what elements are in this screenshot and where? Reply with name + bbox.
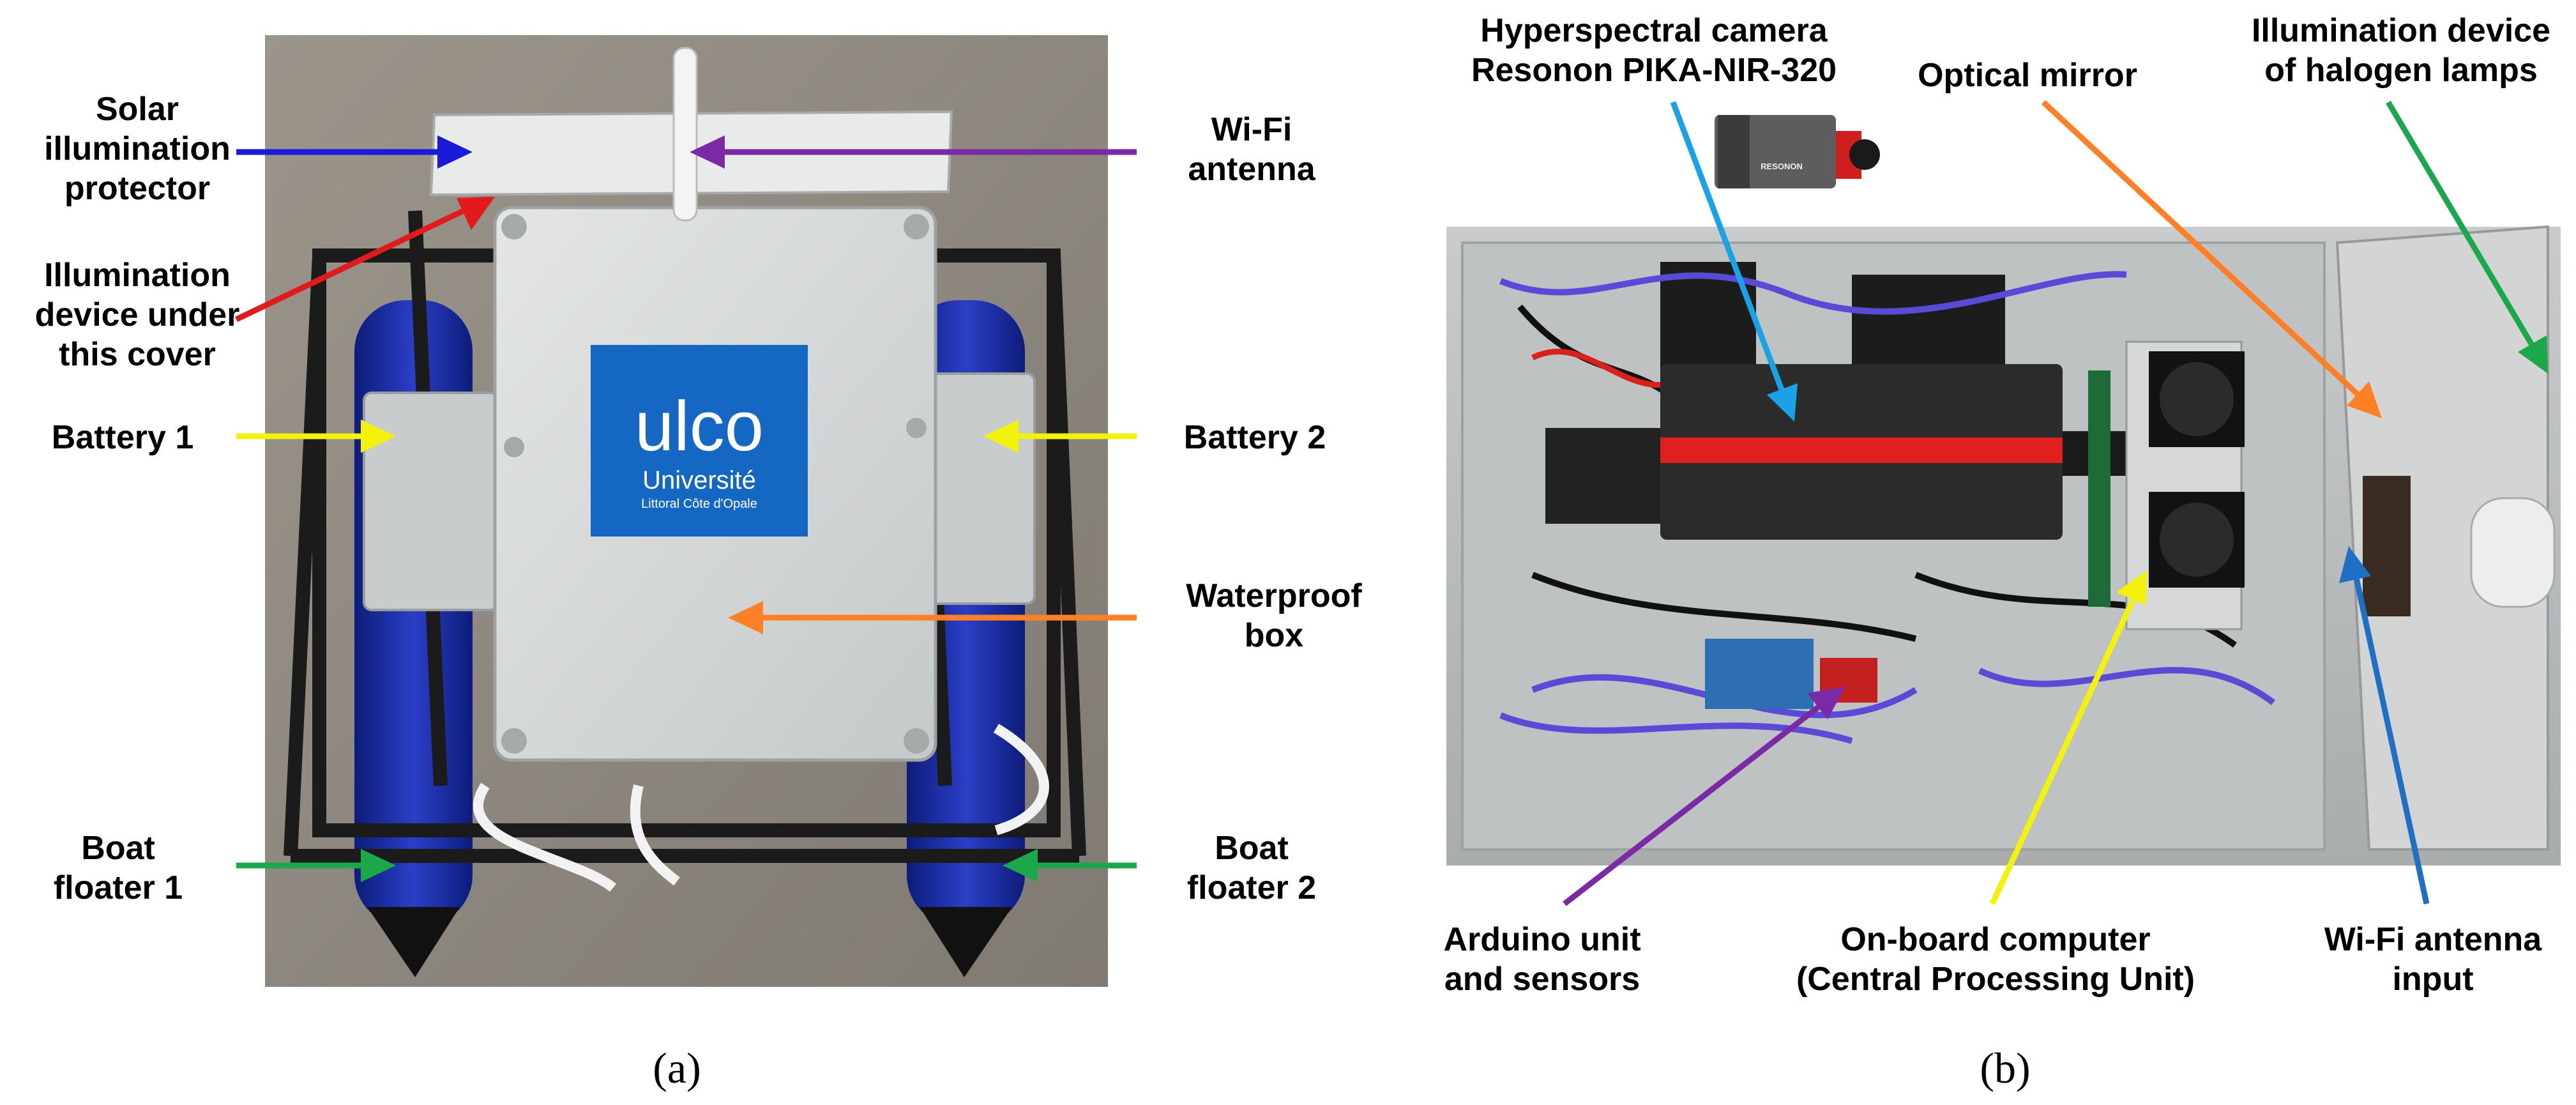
label-line: illumination xyxy=(44,130,231,167)
label-line: On-board computer xyxy=(1840,921,2150,958)
arduino-board xyxy=(1705,639,1814,709)
svg-text:ulco: ulco xyxy=(635,387,764,466)
label-battery-1: Battery 1 xyxy=(52,419,194,456)
label-line: Battery 2 xyxy=(1184,419,1326,456)
label-line: Waterproof xyxy=(1186,577,1362,614)
battery-1 xyxy=(363,392,499,611)
label-line: Illumination xyxy=(44,257,231,294)
arrow-boat-floater-2 xyxy=(1003,849,1137,882)
arrow-battery-1 xyxy=(236,420,396,453)
arrow-illumination-device xyxy=(235,197,495,323)
cables xyxy=(473,724,1049,892)
caption-a: (a) xyxy=(653,1044,701,1092)
panel-a-photo: ulco Université Littoral Côte d'Opale xyxy=(265,35,1108,987)
arrow-wifi-antenna xyxy=(690,135,1137,169)
label-line: protector xyxy=(64,170,210,207)
label-line: Wi-Fi antenna xyxy=(2324,921,2542,958)
arrow-optical-mirror xyxy=(2041,100,2382,418)
label-line: antenna xyxy=(1188,151,1315,188)
label-line: Boat xyxy=(81,830,155,867)
label-line: floater 1 xyxy=(54,869,183,906)
svg-text:Université: Université xyxy=(642,466,756,494)
arrow-illumination-halogen xyxy=(2386,100,2548,374)
arrow-wifi-input xyxy=(2339,546,2430,904)
label-line: Arduino unit xyxy=(1443,921,1640,958)
label-line: Battery 1 xyxy=(52,419,194,456)
label-line: of halogen lamps xyxy=(2264,52,2538,89)
label-line: Boat xyxy=(1215,830,1289,867)
label-line: box xyxy=(1245,617,1304,654)
panel-a-arrows xyxy=(235,135,1137,882)
arrow-solar-protector xyxy=(236,135,473,169)
label-line: and sensors xyxy=(1444,961,1640,998)
label-line: this cover xyxy=(59,336,216,373)
label-line: Illumination device xyxy=(2252,12,2550,49)
label-line: Optical mirror xyxy=(1918,57,2137,94)
camera-brand-text: RESONON xyxy=(1761,162,1803,171)
arrow-onboard-computer xyxy=(1989,570,2147,905)
panel-b-arrows xyxy=(1563,100,2548,906)
label-line: floater 2 xyxy=(1187,869,1316,906)
label-optical-mirror: Optical mirror xyxy=(1918,57,2137,94)
wifi-antenna xyxy=(672,47,698,222)
label-line: Hyperspectral camera xyxy=(1480,12,1828,49)
ulco-logo: ulco Université Littoral Côte d'Opale xyxy=(591,345,808,537)
label-line: Resonon PIKA-NIR-320 xyxy=(1471,52,1837,89)
arrow-battery-2 xyxy=(983,420,1137,453)
arrow-boat-floater-1 xyxy=(236,849,396,882)
label-onboard-computer: On-board computer(Central Processing Uni… xyxy=(1796,921,2195,998)
svg-text:Littoral Côte d'Opale: Littoral Côte d'Opale xyxy=(641,497,757,511)
label-line: Wi-Fi xyxy=(1211,111,1292,148)
panel-b-photo xyxy=(1446,225,2561,865)
label-line: Solar xyxy=(96,91,179,128)
label-line: (Central Processing Unit) xyxy=(1796,961,2195,998)
caption-b: (b) xyxy=(1980,1044,2030,1092)
label-battery-2: Battery 2 xyxy=(1184,419,1326,456)
arrow-waterproof-box xyxy=(728,601,1137,634)
camera-inset: RESONON xyxy=(1715,115,1880,188)
label-line: input xyxy=(2392,961,2473,998)
arrow-arduino xyxy=(1563,687,1845,906)
label-line: device under xyxy=(35,296,240,333)
arrow-hyperspectral-camera xyxy=(1670,101,1798,422)
halogen-lamp-housing xyxy=(2335,225,2549,851)
